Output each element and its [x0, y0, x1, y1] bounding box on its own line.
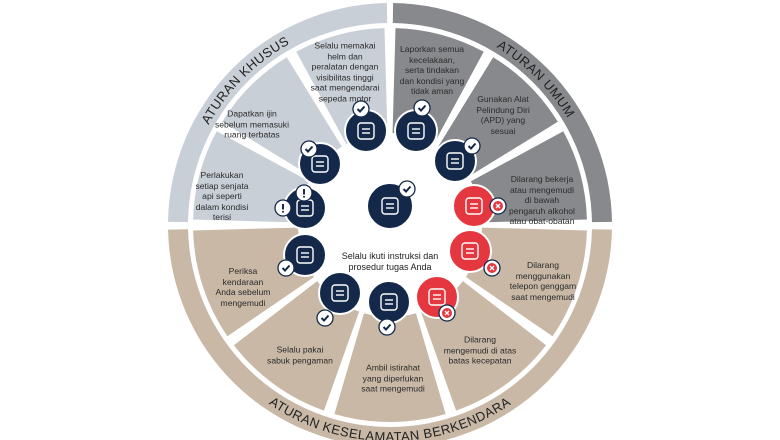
- check-badge-icon: [352, 100, 370, 118]
- center-icon: [366, 180, 416, 230]
- alcohol-icon: [465, 197, 483, 215]
- rule-icon-telepon: [448, 229, 501, 277]
- speedometer-icon: [428, 288, 446, 306]
- rule-text-laporkan: Laporkan semua kecelakaan, serta tindaka…: [399, 43, 465, 96]
- check-badge-icon: [413, 99, 431, 117]
- exclamation-badge-icon: [274, 199, 292, 217]
- check-badge-icon: [316, 309, 334, 327]
- wedge-istirahat: [334, 313, 446, 423]
- rule-text-sabuk: Selalu pakai sabuk pengaman: [267, 344, 333, 366]
- rule-icon-senjata: [274, 184, 327, 230]
- rule-text-senjata: Perlakukan setiap senjata api seperti da…: [195, 169, 249, 222]
- rule-icon-alkohol: [452, 184, 507, 228]
- report-bubble-icon: [407, 122, 425, 140]
- rule-text-helm: Selalu memakai helm dan peralatan dengan…: [310, 40, 380, 104]
- center-text: Selalu ikuti instruksi dan prosedur tuga…: [341, 251, 439, 272]
- exclamation-badge-icon: [295, 184, 313, 202]
- rule-text-ijin: Dapatkan ijin sebelum memasuki ruang ter…: [214, 108, 290, 140]
- rule-icon-helm: [344, 100, 388, 153]
- rule-icon-kecepatan: [415, 275, 459, 322]
- ring-khusus: [168, 3, 388, 223]
- rule-text-periksa: Periksa kendaraan Anda sebelum mengemudi: [215, 266, 271, 308]
- rule-text-telepon: Dilarang menggunakan telepon genggam saa…: [509, 260, 577, 302]
- rule-icon-ijin: [298, 140, 342, 186]
- wedge-senjata: [193, 131, 310, 223]
- ppe-person-icon: [446, 152, 464, 170]
- seatbelt-icon: [331, 284, 349, 302]
- vehicle-checklist-icon: [296, 246, 314, 264]
- helmet-icon: [357, 122, 375, 140]
- check-badge-icon: [277, 259, 295, 277]
- rule-text-alkohol: Dilarang bekerja atau mengemudi di bawah…: [509, 173, 575, 226]
- check-badge-icon: [463, 137, 481, 155]
- cross-badge-icon: [483, 259, 501, 277]
- phone-steering-icon: [461, 242, 479, 260]
- rule-icon-sabuk: [316, 271, 362, 327]
- rule-text-istirahat: Ambil istirahat yang diperlukan saat men…: [361, 362, 425, 394]
- check-badge-icon: [378, 318, 396, 336]
- rule-icon-istirahat: [367, 280, 411, 336]
- rule-icon-periksa: [277, 233, 327, 277]
- cross-badge-icon: [489, 197, 507, 215]
- coffee-cup-icon: [380, 293, 398, 311]
- cross-badge-icon: [438, 304, 456, 322]
- rule-text-kecepatan: Dilarang mengemudi di atas batas kecepat…: [443, 334, 517, 366]
- confined-space-icon: [311, 155, 329, 173]
- wedge-telepon: [465, 227, 587, 337]
- document-shield-icon: [381, 197, 399, 215]
- check-badge-icon: [300, 140, 318, 158]
- rule-icon-apd: [433, 137, 481, 183]
- check-badge-icon: [398, 180, 416, 198]
- rule-icon-laporkan: [394, 99, 438, 153]
- rule-text-apd: Gunakan Alat Pelindung Diri (APD) yang s…: [476, 94, 530, 136]
- ring-umum: [392, 3, 612, 223]
